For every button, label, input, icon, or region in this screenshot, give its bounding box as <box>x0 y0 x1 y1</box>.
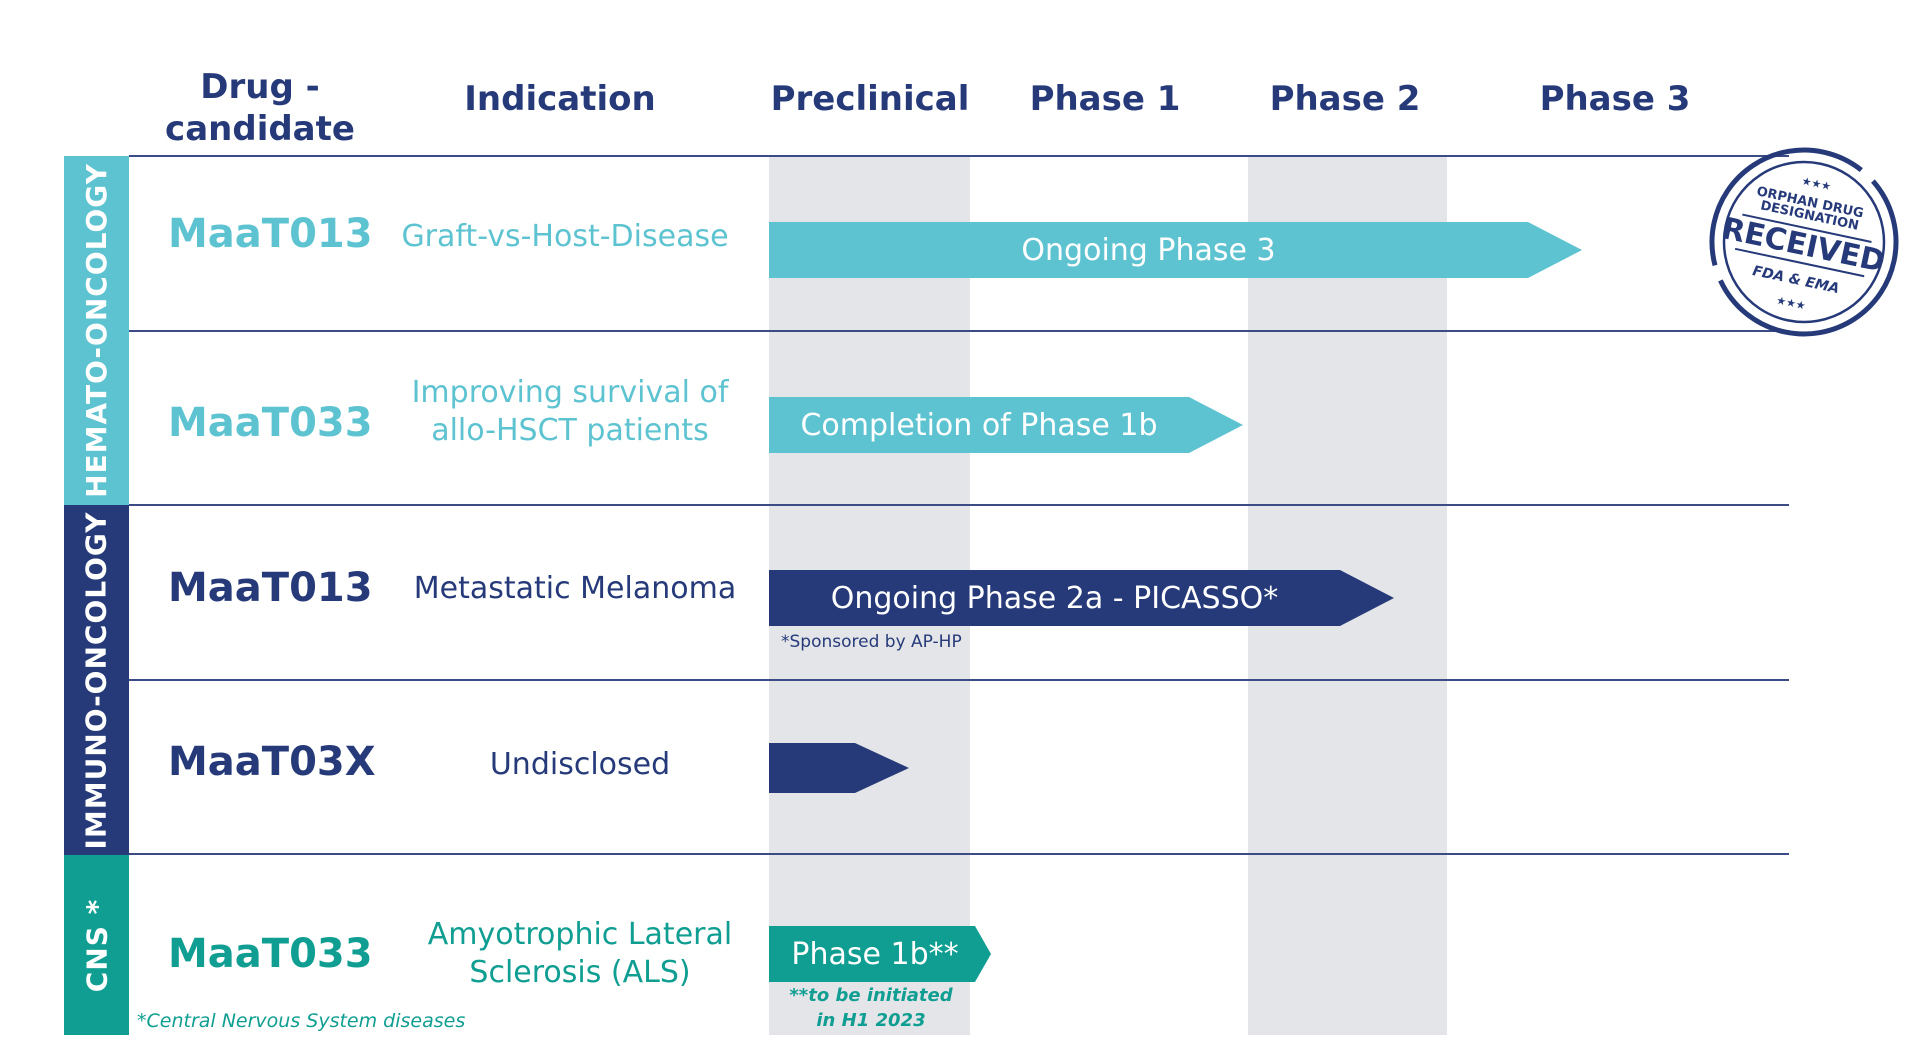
progress-bar: Phase 1b** <box>769 926 991 982</box>
stage-header-phase3: Phase 3 <box>1539 79 1691 119</box>
row-divider <box>129 504 1789 506</box>
category-hemato-oncology: HEMATO-ONCOLOGY <box>64 156 129 505</box>
category-immuno-oncology: IMMUNO-ONCOLOGY <box>64 505 129 855</box>
category-label: IMMUNO-ONCOLOGY <box>80 510 114 850</box>
indication-header: Indication <box>464 79 656 119</box>
stamp-stars-top: ★★★ <box>1801 174 1833 193</box>
indication-text: Amyotrophic Lateral Sclerosis (ALS) <box>427 917 733 990</box>
sponsor-note: *Sponsored by AP-HP <box>781 632 962 652</box>
progress-bar: Ongoing Phase 2a - PICASSO* <box>769 570 1394 626</box>
row-divider <box>129 330 1789 332</box>
stage-header-phase2: Phase 2 <box>1269 79 1421 119</box>
category-cns: CNS * <box>64 855 129 1035</box>
cns-footnote: *Central Nervous System diseases <box>137 1010 466 1032</box>
initiation-note: **to be initiated in H1 2023 <box>789 985 953 1031</box>
drug-name: MaaT03X <box>168 739 376 785</box>
progress-bar: Ongoing Phase 3 <box>769 222 1582 278</box>
progress-bar-label: Phase 1b** <box>791 936 959 972</box>
drug-name: MaaT013 <box>168 211 373 257</box>
stamp-stars-bottom: ★★★ <box>1775 294 1807 313</box>
category-label: CNS * <box>80 898 114 992</box>
progress-bar-label: Ongoing Phase 2a - PICASSO* <box>830 580 1279 616</box>
row-divider <box>129 679 1789 681</box>
row-divider <box>129 155 1789 157</box>
indication-text: Metastatic Melanoma <box>413 571 737 606</box>
stage-header-phase1: Phase 1 <box>1029 79 1181 119</box>
indication-text: Graft-vs-Host-Disease <box>401 219 729 254</box>
stage-header-preclinical: Preclinical <box>770 79 970 119</box>
progress-bar-label: Completion of Phase 1b <box>800 407 1158 443</box>
drug-name: MaaT033 <box>168 400 373 446</box>
indication-text: Undisclosed <box>489 747 671 782</box>
progress-bar: Completion of Phase 1b <box>769 397 1243 453</box>
drug-name: MaaT013 <box>168 565 373 611</box>
orphan-drug-stamp: ★★★ ORPHAN DRUG DESIGNATION RECEIVED FDA… <box>1709 147 1899 337</box>
progress-bar-label: Ongoing Phase 3 <box>1021 232 1276 268</box>
row-divider <box>129 853 1789 855</box>
drug-candidate-header: Drug - candidate <box>165 67 355 149</box>
category-label: HEMATO-ONCOLOGY <box>80 163 113 498</box>
drug-name: MaaT033 <box>168 931 373 977</box>
indication-text: Improving survival of allo-HSCT patients <box>411 375 729 448</box>
